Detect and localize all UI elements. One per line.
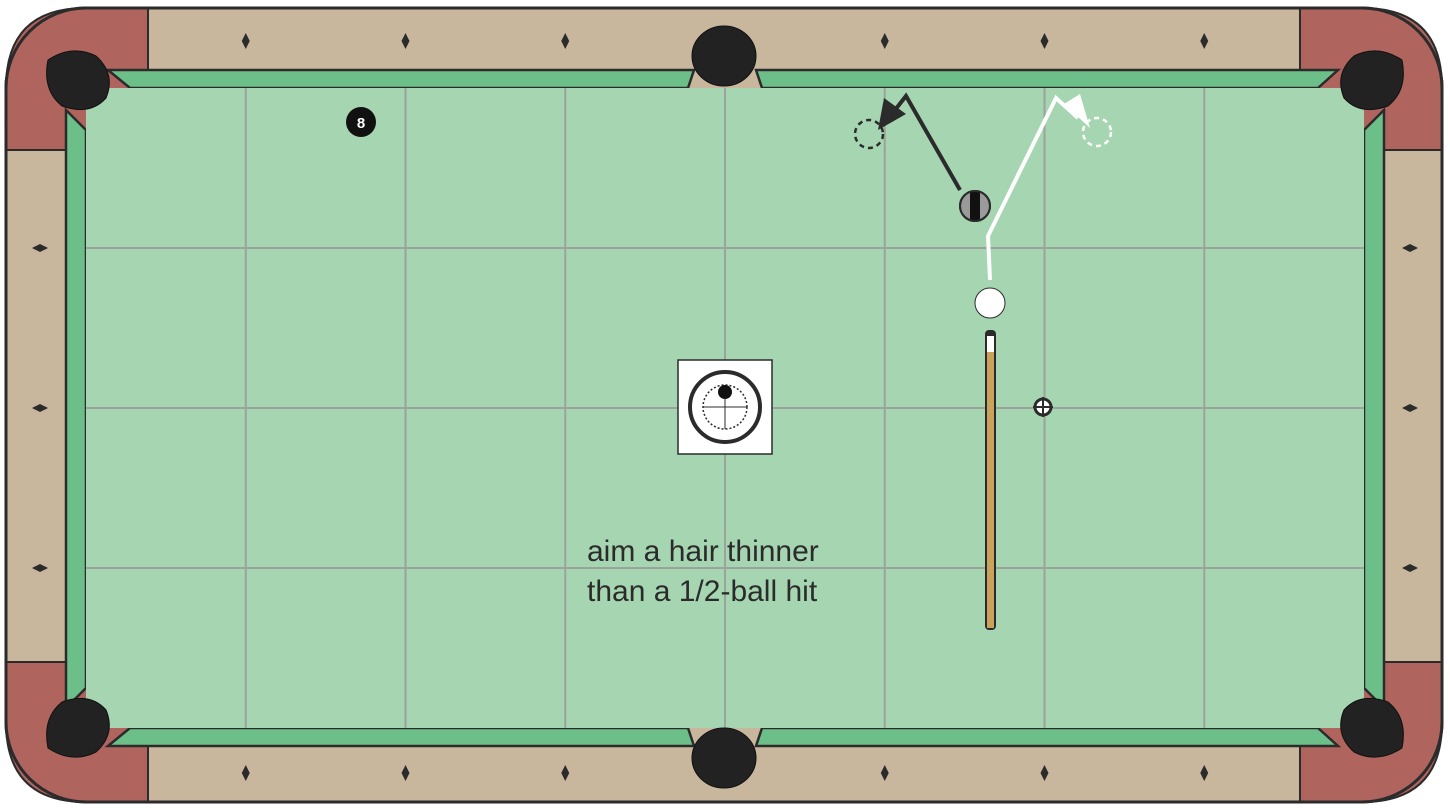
pocket-bottom-middle: [692, 728, 756, 788]
cue-stick: [985, 330, 996, 630]
cushion-top-left: [108, 70, 694, 88]
pocket-top-left: [47, 51, 110, 110]
cushion-bottom-right: [756, 728, 1338, 746]
pocket-top-middle: [692, 26, 756, 86]
cushion-left: [66, 110, 86, 708]
cushion-bottom-left: [108, 728, 694, 746]
eight-ball-label: 8: [357, 115, 365, 132]
annotation-line-1: aim a hair thinner: [587, 535, 819, 568]
pocket-bottom-left: [47, 698, 110, 757]
cushion-right: [1364, 110, 1384, 708]
cue-ball: [975, 288, 1005, 318]
pocket-bottom-right: [1341, 698, 1404, 757]
eight-ball: 8: [346, 107, 376, 137]
cue-tip-position-icon: [678, 360, 772, 454]
annotation-line-2: than a 1/2-ball hit: [587, 575, 818, 608]
object-ball-striped: [960, 191, 990, 221]
pocket-top-right: [1341, 51, 1404, 110]
cushion-top-right: [756, 70, 1338, 88]
